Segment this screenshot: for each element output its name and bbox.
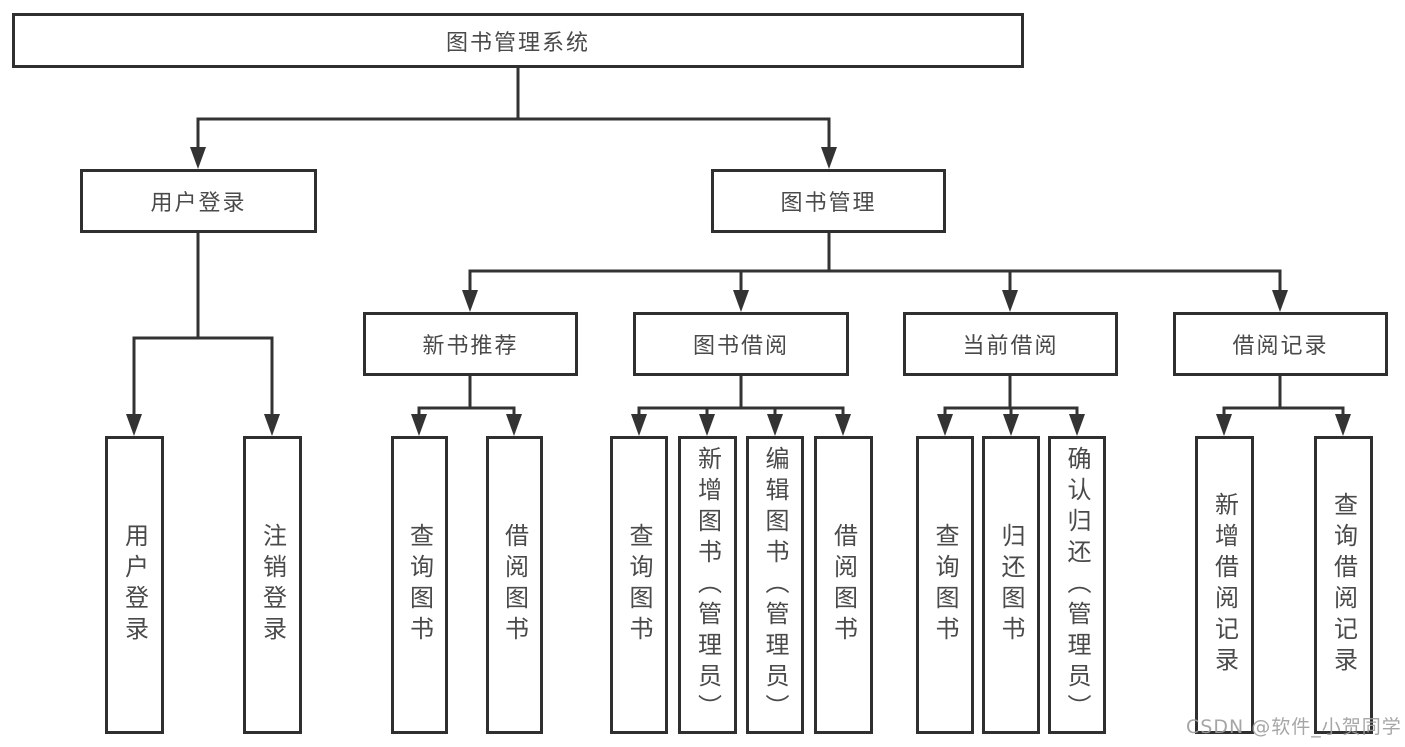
node-current-borrowing: 当前借阅 — [903, 312, 1118, 376]
node-leaf-confirm-return-admin: 确认归还（管理员） — [1048, 436, 1106, 734]
node-leaf-user-login: 用户登录 — [105, 436, 164, 734]
node-label: 注销登录 — [258, 523, 287, 647]
node-label: 查询图书 — [405, 523, 434, 647]
node-book-borrowing: 图书借阅 — [633, 312, 849, 376]
node-label: 确认归还（管理员） — [1063, 445, 1091, 725]
node-leaf-add-books-admin: 新增图书（管理员） — [678, 436, 737, 734]
csdn-watermark: CSDN @软件_小贺同学 — [1186, 716, 1402, 738]
node-leaf-logout: 注销登录 — [243, 436, 302, 734]
node-leaf-edit-books-admin: 编辑图书（管理员） — [746, 436, 804, 734]
node-label: 图书管理 — [780, 191, 877, 216]
node-leaf-borrow-books: 借阅图书 — [814, 436, 873, 734]
node-label: 查询借阅记录 — [1329, 492, 1358, 678]
node-leaf-return-books: 归还图书 — [982, 436, 1040, 734]
node-leaf-query-books-current: 查询图书 — [916, 436, 974, 734]
node-label: 图书管理系统 — [445, 30, 590, 56]
node-borrowing-records: 借阅记录 — [1173, 312, 1388, 376]
node-label: 用户登录 — [120, 523, 149, 647]
node-label: 当前借阅 — [962, 334, 1059, 359]
node-label: 归还图书 — [997, 523, 1025, 647]
node-leaf-borrow-books-recommend: 借阅图书 — [486, 436, 543, 734]
node-new-book-recommend: 新书推荐 — [363, 312, 578, 376]
node-label: 编辑图书（管理员） — [761, 445, 789, 725]
node-label: 查询图书 — [931, 523, 959, 647]
node-label: 借阅图书 — [500, 523, 529, 647]
node-label: 查询图书 — [625, 523, 653, 647]
node-label: 用户登录 — [150, 191, 247, 216]
node-leaf-query-borrow-record: 查询借阅记录 — [1314, 436, 1373, 734]
node-label: 新增借阅记录 — [1210, 492, 1239, 678]
node-library-management-system: 图书管理系统 — [12, 13, 1024, 68]
node-label: 新增图书（管理员） — [693, 445, 722, 725]
node-label: 图书借阅 — [692, 334, 789, 359]
node-leaf-query-books-recommend: 查询图书 — [391, 436, 448, 734]
node-user-login: 用户登录 — [80, 169, 317, 233]
node-label: 新书推荐 — [422, 334, 519, 359]
node-label: 借阅记录 — [1232, 334, 1329, 359]
node-book-management: 图书管理 — [711, 169, 946, 233]
node-label: 借阅图书 — [829, 523, 858, 647]
node-leaf-query-books-borrow: 查询图书 — [610, 436, 668, 734]
node-leaf-add-borrow-record: 新增借阅记录 — [1195, 436, 1254, 734]
